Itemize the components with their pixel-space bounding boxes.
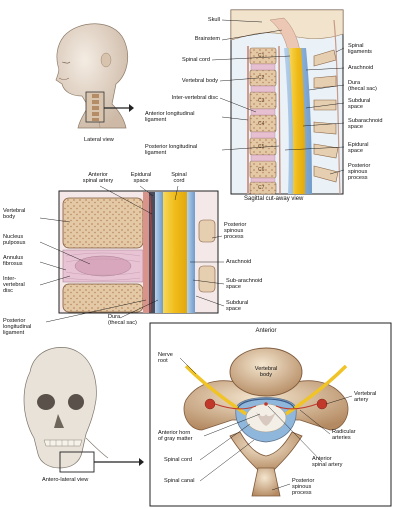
- label-closeup-intervertebral-disc: Inter- vertebral disc: [3, 276, 25, 295]
- anterolateral-view-caption: Antero-lateral view: [42, 477, 88, 483]
- label-nucleus-pulposus: Nucleus pulposus: [3, 234, 25, 246]
- label-nerve-root: Nerve root: [158, 352, 173, 364]
- label-annulus-fibrosus: Annulus fibrosus: [3, 255, 23, 267]
- label-subarachnoid-space: Subarachnoid space: [348, 118, 383, 130]
- label-intervertebral-disc: Inter-vertebral disc: [146, 95, 218, 101]
- label-posterior-spinous-process: Posterior spinous process: [348, 163, 370, 182]
- closeup-panel-illustration: [59, 191, 218, 313]
- vertebra-label-c2: C2: [258, 75, 264, 81]
- anterolateral-skull-illustration: [24, 347, 144, 472]
- label-spinal-cord: Spinal cord: [162, 57, 210, 63]
- vertebra-label-c1: C1: [258, 53, 264, 59]
- label-closeup-subdural-space: Subdural space: [226, 300, 248, 312]
- label-dura-thecal-sac: Dura (thecal sac): [348, 80, 377, 92]
- label-closeup-subarachnoid-space: Sub-arachnoid space: [226, 278, 262, 290]
- label-spinal-canal: Spinal canal: [164, 478, 194, 484]
- sagittal-view-caption: Sagittal cut-away view: [244, 196, 303, 202]
- vertebra-label-c3: C3: [258, 98, 264, 104]
- vertebra-label-c4: C4: [258, 121, 264, 127]
- label-closeup-arachnoid: Arachnoid: [226, 259, 251, 265]
- label-closeup-posterior-longitudinal-ligament: Posterior longitudinal ligament: [3, 318, 31, 337]
- label-closeup-spinal-cord: Spinal cord: [164, 172, 194, 184]
- sagittal-panel-illustration: [231, 10, 343, 194]
- label-axial-vertebral-body: Vertebral body: [246, 366, 286, 378]
- lateral-head-illustration: [56, 24, 134, 128]
- label-axial-posterior-spinous-process: Posterior spinous process: [292, 478, 314, 497]
- label-closeup-dura-thecal-sac: Dura (thecal sac): [108, 314, 137, 326]
- label-brainstem: Brainstem: [172, 36, 220, 42]
- label-vertebral-body: Vertebral body: [156, 78, 218, 84]
- label-closeup-epidural-space: Epidural space: [126, 172, 156, 184]
- label-arachnoid: Arachnoid: [348, 65, 373, 71]
- label-skull: Skull: [172, 17, 220, 23]
- label-anterior-horn-gray-matter: Anterior horn of gray matter: [158, 430, 193, 442]
- label-subdural-space: Subdural space: [348, 98, 370, 110]
- label-closeup-vertebral-body: Vertebral body: [3, 208, 25, 220]
- vertebra-label-c6: C6: [258, 167, 264, 173]
- vertebra-label-c7: C7: [258, 185, 264, 191]
- label-posterior-longitudinal-ligament: Posterior longitudinal ligament: [145, 144, 197, 156]
- label-radicular-arteries: Radicular arteries: [332, 429, 356, 441]
- label-axial-anterior-spinal-artery: Anterior spinal artery: [312, 456, 342, 468]
- label-epidural-space: Epidural space: [348, 142, 369, 154]
- label-axial-spinal-cord: Spinal cord: [164, 457, 192, 463]
- label-spinal-ligaments: Spinal ligaments: [348, 43, 372, 55]
- label-anterior-spinal-artery: Anterior spinal artery: [72, 172, 124, 184]
- label-anterior: Anterior: [246, 328, 286, 334]
- lateral-view-caption: Lateral view: [84, 137, 114, 143]
- vertebra-label-c5: C5: [258, 144, 264, 150]
- label-vertebral-artery: Vertebral artery: [354, 391, 376, 403]
- label-anterior-longitudinal-ligament: Anterior longitudinal ligament: [145, 111, 194, 123]
- label-closeup-posterior-spinous-process: Posterior spinous process: [224, 222, 246, 241]
